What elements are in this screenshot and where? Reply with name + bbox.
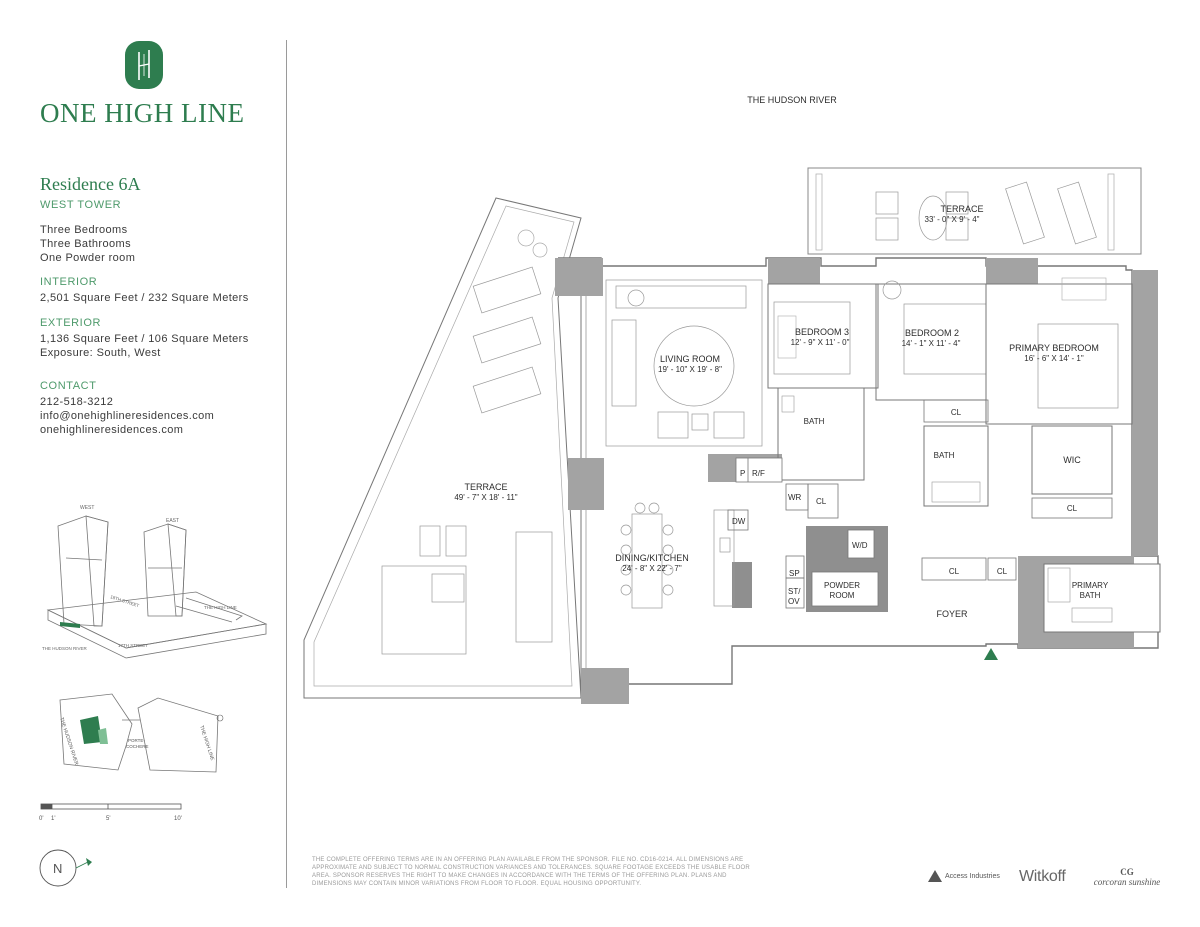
room-summary-line: Three Bedrooms [40, 224, 128, 236]
living-room-dims: 19' - 10" X 19' - 8" [658, 365, 722, 374]
closet-wic-label: CL [1067, 504, 1078, 513]
room-summary: Three Bedrooms Three Bathrooms One Powde… [40, 223, 135, 265]
witkoff-logo: Witkoff [1019, 868, 1066, 885]
contact-website[interactable]: onehighlineresidences.com [40, 424, 184, 436]
bath-bed2-label: BATH [934, 451, 955, 460]
axo-label-18th-street: 18TH STREET [110, 594, 140, 608]
corcoran-mark: CG [1120, 867, 1134, 877]
terrace-west [303, 197, 582, 699]
dining-kitchen-name: DINING/KITCHEN [615, 553, 689, 563]
primary-bedroom [985, 277, 1133, 425]
scale-tick-0: 0' [39, 816, 43, 822]
residence-title: Residence 6A [40, 174, 141, 194]
bath-bed3 [777, 387, 865, 481]
wine-room-label: WR [788, 493, 802, 502]
primary-bedroom-dims: 16' - 6" X 14' - 1" [1024, 354, 1084, 363]
foyer-label: FOYER [936, 609, 968, 619]
contact-label: CONTACT [40, 380, 97, 392]
sidebar: ONE HIGH LINE Residence 6A WEST TOWER Th… [0, 0, 286, 927]
axo-label-west: WEST [80, 505, 94, 511]
living-room-name: LIVING ROOM [660, 354, 720, 364]
tower-axonometric: WEST EAST 18TH STREET THE HIGH LINE THE … [42, 505, 268, 659]
brand-name: ONE HIGH LINE [40, 98, 245, 128]
axo-label-east: EAST [166, 518, 179, 524]
closet-bed2-label: CL [951, 408, 962, 417]
powder-room-label-1: POWDER [824, 581, 860, 590]
primary-bath-label-2: BATH [1080, 591, 1101, 600]
bath-bed3-label: BATH [804, 417, 825, 426]
steam-oven-label: SP [789, 569, 800, 578]
scale-tick-1: 1' [51, 816, 55, 822]
pantry-label: P [740, 469, 745, 478]
primary-bath-label-1: PRIMARY [1072, 581, 1109, 590]
powder-room-label-2: ROOM [830, 591, 855, 600]
interior-label: INTERIOR [40, 276, 98, 288]
dining-furniture [620, 502, 735, 609]
siteplan-label-cochere: COCHERE [126, 744, 149, 749]
interior-area: 2,501 Square Feet / 232 Square Meters [40, 291, 249, 305]
terrace-west-dims: 49' - 7" X 18' - 11" [454, 493, 517, 502]
siteplan-label-hudson: THE HUDSON RIVER [58, 717, 79, 767]
primary-bedroom-name: PRIMARY BEDROOM [1009, 343, 1099, 353]
bedroom-3-name: BEDROOM 3 [795, 327, 849, 337]
exterior-area: 1,136 Square Feet / 106 Square Meters Ex… [40, 332, 249, 360]
terrace-north-dims: 33' - 0" X 9' - 4" [925, 215, 980, 224]
dining-kitchen-dims: 24' - 8" X 22' - 7" [622, 564, 682, 573]
refrigerator-label: R/F [752, 469, 765, 478]
washer-dryer-label: W/D [852, 541, 868, 550]
site-plan: THE HUDSON RIVER PORTE- COCHERE THE HIGH… [58, 693, 224, 773]
access-industries-icon [928, 870, 942, 882]
entry-marker-icon [984, 648, 998, 660]
dishwasher-label: DW [732, 517, 746, 526]
tower-label: WEST TOWER [40, 199, 122, 211]
closet-foyer-1-label: CL [949, 567, 960, 576]
access-industries-logo: Access Industries [928, 870, 1000, 882]
exterior-label: EXTERIOR [40, 317, 102, 329]
exposure-value: Exposure: South, West [40, 347, 161, 359]
contact-details: 212-518-3212 info@onehighlineresidences.… [40, 395, 214, 437]
closet-wr-label: CL [816, 497, 827, 506]
kitchen-appliance-column [785, 555, 805, 609]
interior-area-value: 2,501 Square Feet / 232 Square Meters [40, 292, 249, 304]
river-label: THE HUDSON RIVER [747, 95, 837, 105]
legal-disclaimer: THE COMPLETE OFFERING TERMS ARE IN AN OF… [312, 857, 750, 887]
terrace-north-name: TERRACE [940, 204, 983, 214]
bedroom-3-dims: 12' - 9" X 11' - 0" [791, 338, 850, 347]
access-industries-text: Access Industries [945, 872, 1000, 880]
scale-bar: 0' 1' 5' 10' [39, 803, 182, 822]
stove-label: ST/ [788, 587, 801, 596]
terrace-west-name: TERRACE [464, 482, 507, 492]
wic-label: WIC [1063, 455, 1081, 465]
floor-plan: TERRACE 33' - 0" X 9' - 4" THE HUDSON RI… [303, 95, 1161, 704]
siteplan-label-porte: PORTE- [128, 738, 145, 743]
corcoran-text: corcoran sunshine [1093, 877, 1161, 887]
axo-label-17th-street: 17TH STREET [118, 643, 148, 648]
building-emblem-icon [125, 41, 163, 89]
siteplan-label-high-line: THE HIGH LINE [198, 725, 215, 762]
bath-bed2 [923, 425, 989, 507]
contact-email[interactable]: info@onehighlineresidences.com [40, 410, 215, 422]
corcoran-sunshine-logo: CG corcoran sunshine [1092, 867, 1162, 888]
oven-label: OV [788, 597, 800, 606]
structural-columns [555, 258, 1158, 704]
north-compass-icon: N [39, 849, 92, 887]
room-summary-line: One Powder room [40, 252, 136, 264]
exterior-area-value: 1,136 Square Feet / 106 Square Meters [40, 333, 249, 345]
compass-north-label: N [53, 861, 62, 876]
room-summary-line: Three Bathrooms [40, 238, 131, 250]
vertical-divider [286, 40, 287, 888]
axo-label-high-line: THE HIGH LINE [204, 605, 237, 610]
bedroom-2-name: BEDROOM 2 [905, 328, 959, 338]
scale-tick-10: 10' [174, 816, 182, 822]
contact-phone[interactable]: 212-518-3212 [40, 396, 114, 408]
living-room-furniture [605, 279, 763, 447]
scale-tick-5: 5' [106, 816, 110, 822]
closet-foyer-2-label: CL [997, 567, 1008, 576]
terrace-north: TERRACE 33' - 0" X 9' - 4" [807, 167, 1142, 255]
axo-label-hudson: THE HUDSON RIVER [42, 646, 88, 651]
primary-bath [1043, 563, 1161, 633]
bedroom-2-dims: 14' - 1" X 11' - 4" [902, 339, 961, 348]
